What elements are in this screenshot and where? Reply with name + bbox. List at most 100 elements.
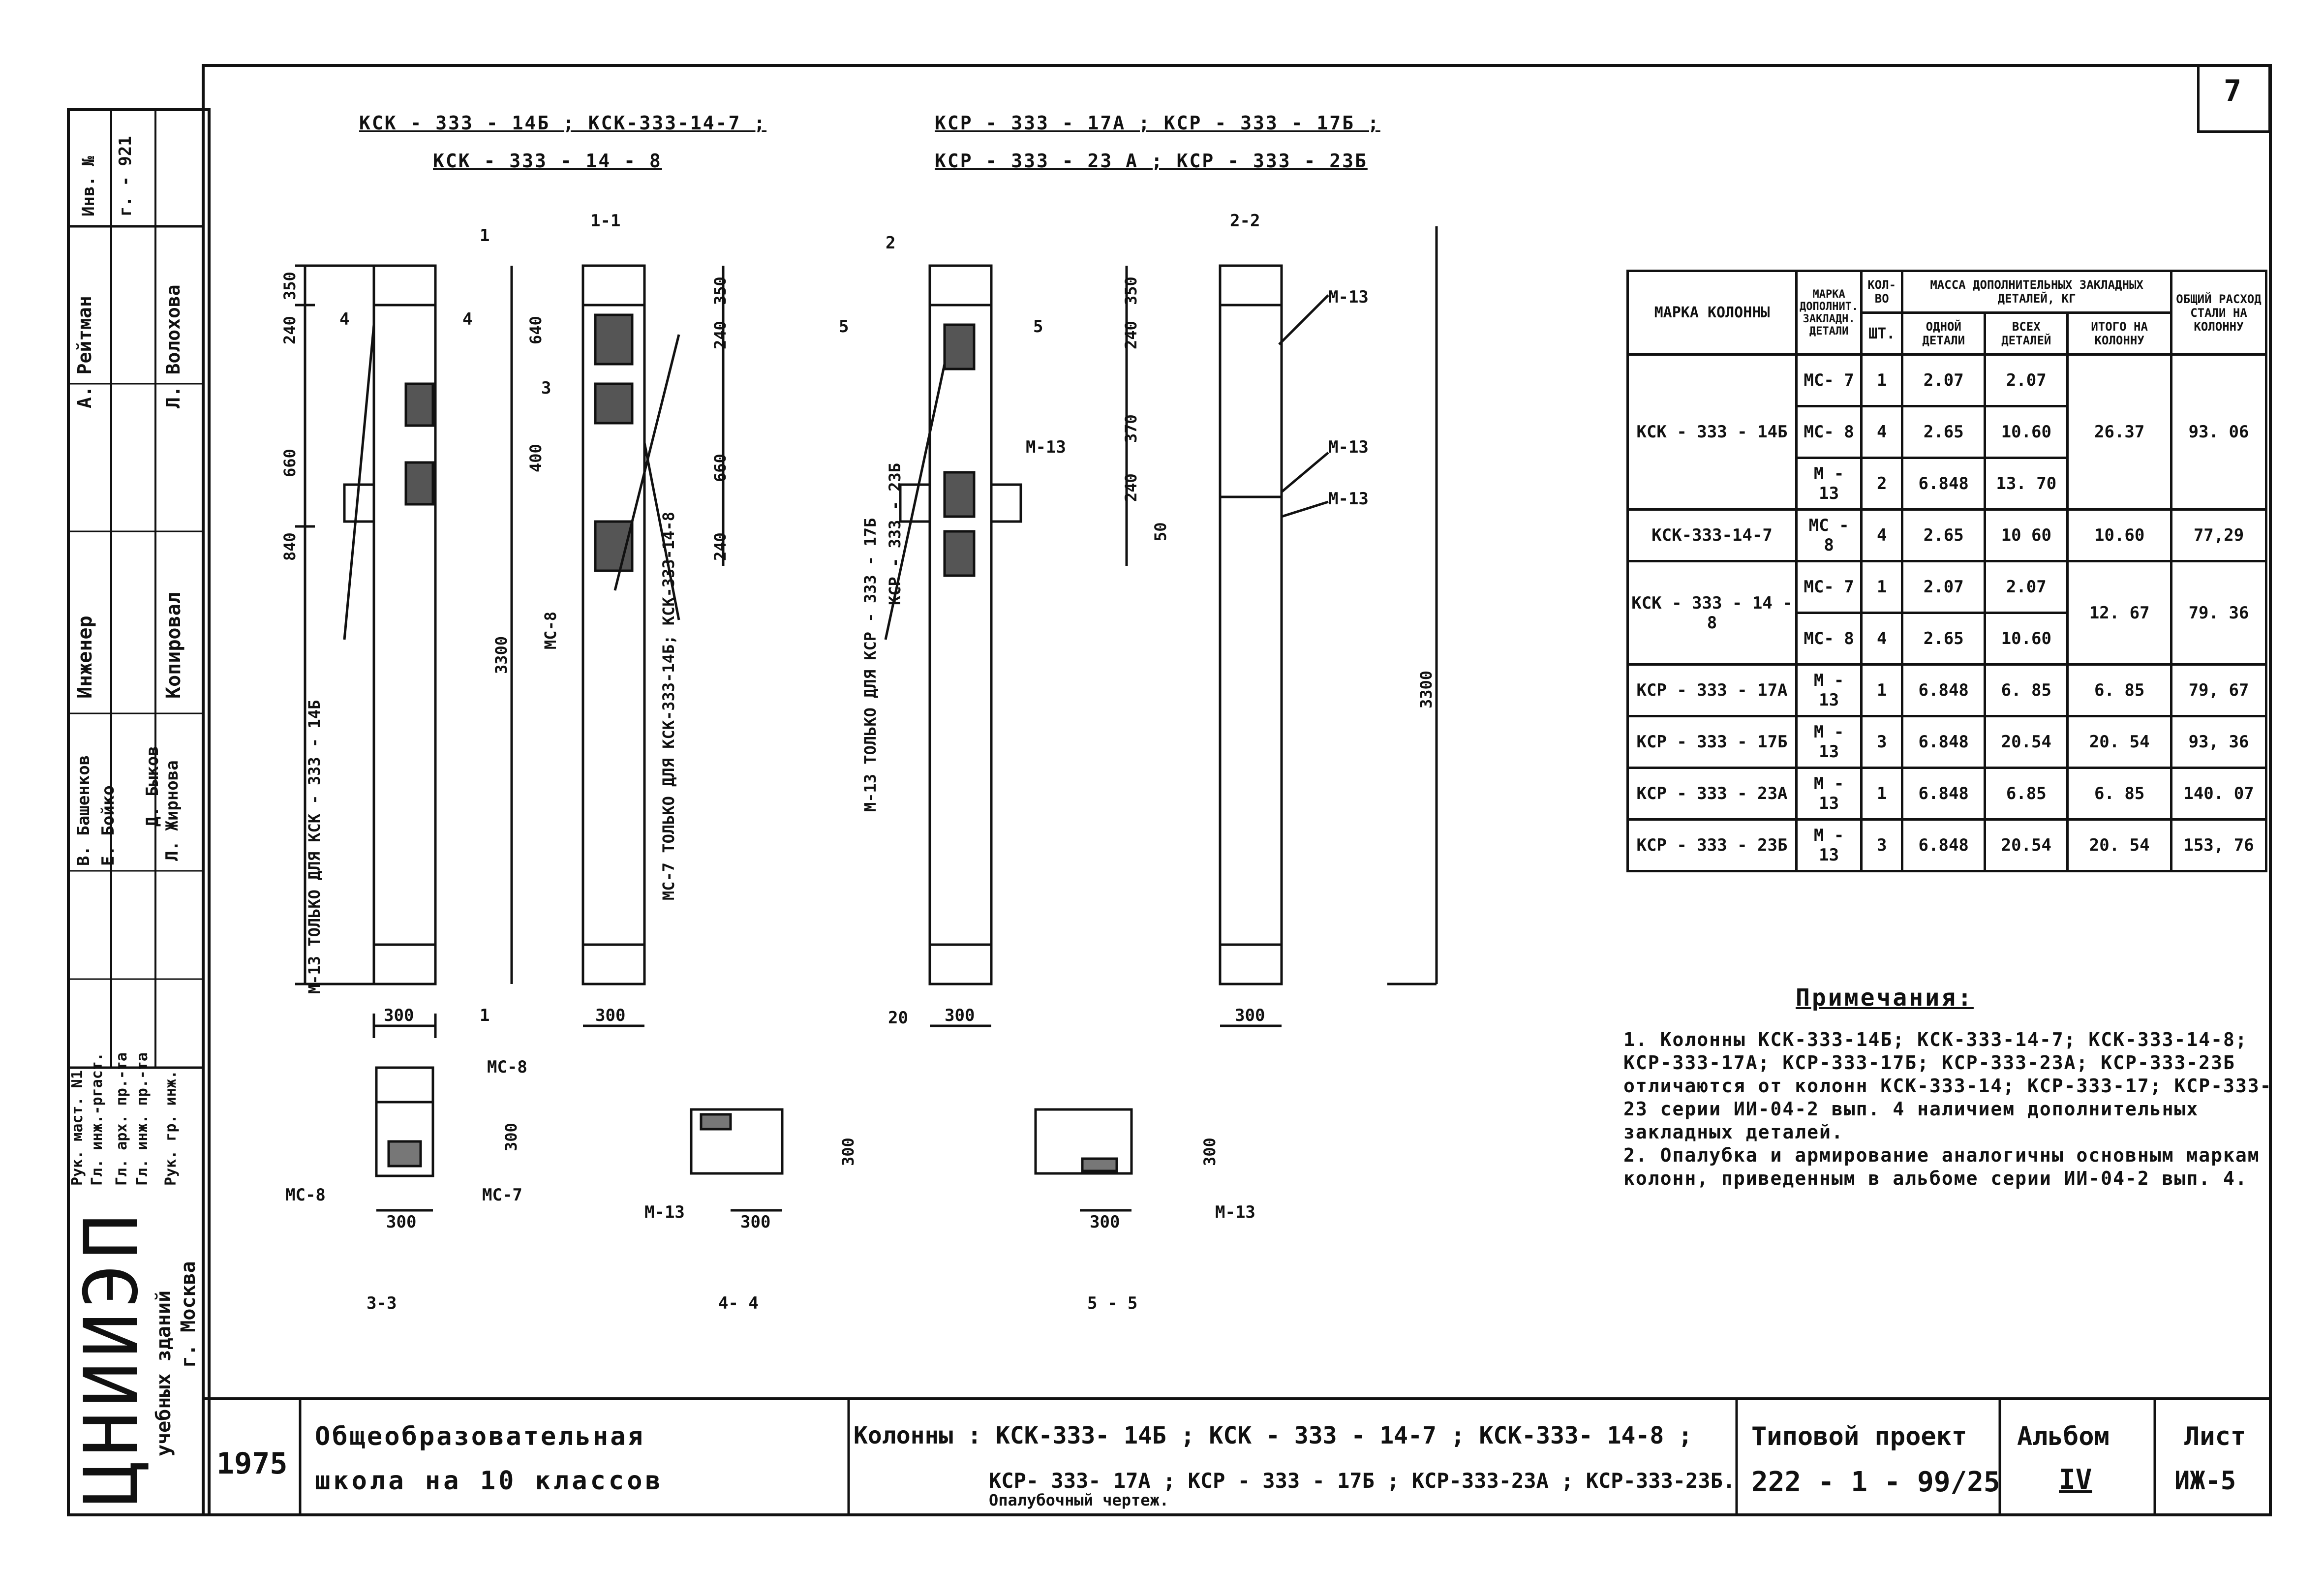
cell-qty: 1 bbox=[1860, 663, 1904, 717]
cell-one: 2.65 bbox=[1901, 612, 1987, 666]
tb-album-label: Альбом bbox=[2017, 1422, 2110, 1451]
dim-240-d: 240 bbox=[1122, 321, 1140, 349]
cell-part: МС- 7 bbox=[1795, 560, 1863, 614]
cell-mark: КСР - 333 - 17А bbox=[1626, 663, 1798, 717]
notes-title: Примечания: bbox=[1796, 984, 1974, 1012]
cell-steel: 140. 07 bbox=[2170, 767, 2267, 821]
cell-qty: 3 bbox=[1860, 818, 1904, 872]
dim-300-v2: 300 bbox=[839, 1138, 857, 1166]
cell-steel: 79, 67 bbox=[2170, 663, 2267, 717]
tb-typ-value: 222 - 1 - 99/25 bbox=[1751, 1466, 2000, 1498]
cell-all: 6.85 bbox=[1984, 767, 2069, 821]
cell-one: 2.65 bbox=[1901, 405, 1987, 459]
cell-part: М - 13 bbox=[1795, 663, 1863, 717]
cell-mark: КСК - 333 - 14 - 8 bbox=[1626, 560, 1798, 666]
cell-part: МС- 8 bbox=[1795, 405, 1863, 459]
cell-one: 2.07 bbox=[1901, 560, 1987, 614]
cell-all: 2.07 bbox=[1984, 353, 2069, 407]
cell-qty: 4 bbox=[1860, 508, 1904, 562]
corner-sheet-number: 7 bbox=[2224, 74, 2242, 108]
dim-240-b: 240 bbox=[711, 321, 730, 349]
cell-one: 2.65 bbox=[1901, 508, 1987, 562]
note-1: 1. Колонны КСК-333-14Б; КСК-333-14-7; КС… bbox=[1623, 1029, 2272, 1143]
cell-all: 13. 70 bbox=[1984, 457, 2069, 511]
note-m13-right-2: КСР - 333 - 23Б bbox=[886, 463, 904, 605]
corner-box bbox=[2197, 64, 2271, 133]
title-block bbox=[202, 1397, 2272, 1516]
mark-4-left: 4 bbox=[339, 309, 349, 329]
cell-part: М - 13 bbox=[1795, 715, 1863, 769]
cell-mark: КСК - 333 - 14Б bbox=[1626, 353, 1798, 511]
dim-400: 400 bbox=[526, 444, 545, 472]
sec-4-4: 4- 4 bbox=[718, 1293, 759, 1313]
lbl-mc8-2: МС-8 bbox=[285, 1185, 326, 1205]
cell-steel: 93, 36 bbox=[2170, 715, 2267, 769]
spec-table: МАРКА КОЛОННЫ МАРКА ДОПОЛНИТ. ЗАКЛАДН. Д… bbox=[1626, 270, 2267, 872]
mark-5-right: 5 bbox=[1033, 317, 1043, 337]
th-all: ВСЕХ ДЕТАЛЕЙ bbox=[1984, 311, 2069, 356]
tb-project-2: школа на 10 классов bbox=[315, 1466, 664, 1496]
tb-desc-2: КСР- 333- 17А ; КСР - 333 - 17Б ; КСР-33… bbox=[989, 1469, 1736, 1493]
lbl-mc8-1: МС-8 bbox=[487, 1057, 527, 1077]
table-row: МС- 8 4 2.65 10.60 bbox=[1628, 612, 2266, 666]
table-row: КСР - 333 - 23Б М - 13 3 6.848 20.54 20.… bbox=[1626, 818, 2267, 872]
cell-part: М - 13 bbox=[1795, 767, 1863, 821]
side-stamp bbox=[67, 108, 211, 1516]
cell-qty: 2 bbox=[1860, 457, 1904, 511]
th-one: ОДНОЙ ДЕТАЛИ bbox=[1901, 311, 1987, 356]
lbl-m13-3: М-13 bbox=[1328, 489, 1369, 509]
th-mark: МАРКА КОЛОННЫ bbox=[1626, 270, 1798, 356]
dim-300-d: 300 bbox=[1235, 1006, 1265, 1025]
dim-240-e: 240 bbox=[1122, 473, 1140, 502]
cell-one: 6.848 bbox=[1901, 663, 1987, 717]
cell-total: 26.37 bbox=[2066, 353, 2172, 511]
cell-steel: 93. 06 bbox=[2170, 353, 2267, 511]
cell-total: 12. 67 bbox=[2066, 560, 2172, 666]
dim-350-c: 350 bbox=[1122, 277, 1140, 305]
cell-qty: 1 bbox=[1860, 353, 1904, 407]
dim-300-v3: 300 bbox=[1200, 1138, 1219, 1166]
cell-one: 6.848 bbox=[1901, 457, 1987, 511]
table-row: КСК - 333 - 14 - 8 МС- 7 1 2.07 2.07 12.… bbox=[1626, 560, 2267, 666]
column-drawings: 300 300 300 300 300 300 300 1-1 2-2 3-3 … bbox=[280, 211, 1438, 1313]
note-2: 2. Опалубка и армирование аналогичны осн… bbox=[1623, 1144, 2260, 1189]
cell-all: 10 60 bbox=[1984, 508, 2069, 562]
dim-300-c: 300 bbox=[945, 1006, 975, 1025]
dim-350-a: 350 bbox=[280, 272, 299, 300]
mark-1-bottom: 1 bbox=[480, 1006, 489, 1025]
dim-240-c: 240 bbox=[711, 532, 730, 561]
cell-one: 6.848 bbox=[1901, 818, 1987, 872]
th-mass: МАССА ДОПОЛНИТЕЛЬНЫХ ЗАКЛАДНЫХ ДЕТАЛЕЙ, … bbox=[1901, 270, 2172, 314]
cell-part: МС - 8 bbox=[1795, 508, 1863, 562]
note-mc8: МС-8 bbox=[541, 612, 560, 649]
sec-1-1: 1-1 bbox=[590, 211, 620, 231]
th-qty: КОЛ-ВО bbox=[1860, 270, 1904, 314]
dim-3300-b: 3300 bbox=[1417, 671, 1436, 708]
cell-total: 6. 85 bbox=[2066, 663, 2172, 717]
cell-total: 20. 54 bbox=[2066, 818, 2172, 872]
dim-3300-a: 3300 bbox=[492, 636, 511, 674]
cell-qty: 4 bbox=[1860, 405, 1904, 459]
cell-all: 6. 85 bbox=[1984, 663, 2069, 717]
cell-total: 10.60 bbox=[2066, 508, 2172, 562]
dim-300-b: 300 bbox=[595, 1006, 625, 1025]
mark-4-right: 4 bbox=[462, 309, 472, 329]
mark-5-left: 5 bbox=[839, 317, 849, 337]
table-row: КСК-333-14-7 МС - 8 4 2.65 10 60 10.60 7… bbox=[1626, 508, 2267, 562]
tb-sheet-value: ИЖ-5 bbox=[2174, 1466, 2236, 1496]
cell-part: М - 13 bbox=[1795, 818, 1863, 872]
cell-part: МС- 8 bbox=[1795, 612, 1863, 666]
table-row: МС- 8 4 2.65 10.60 bbox=[1628, 405, 2266, 459]
cell-mark: КСК-333-14-7 bbox=[1626, 508, 1798, 562]
cell-one: 6.848 bbox=[1901, 715, 1987, 769]
title-left-2: КСК - 333 - 14 - 8 bbox=[433, 150, 662, 172]
cell-mark: КСР - 333 - 23Б bbox=[1626, 818, 1798, 872]
title-right-1: КСР - 333 - 17А ; КСР - 333 - 17Б ; bbox=[935, 112, 1380, 134]
dim-300-a: 300 bbox=[384, 1006, 414, 1025]
cell-all: 20.54 bbox=[1984, 715, 2069, 769]
cell-mark: КСР - 333 - 17Б bbox=[1626, 715, 1798, 769]
table-row: КСР - 333 - 17Б М - 13 3 6.848 20.54 20.… bbox=[1626, 715, 2267, 769]
cell-total: 20. 54 bbox=[2066, 715, 2172, 769]
dim-300-e: 300 bbox=[386, 1212, 416, 1232]
lbl-m13-4: М-13 bbox=[1026, 437, 1066, 457]
